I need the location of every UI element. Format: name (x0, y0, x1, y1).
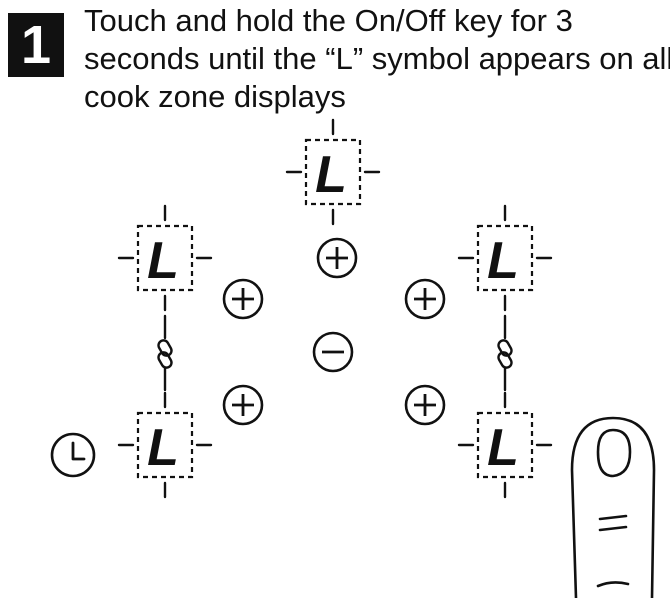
link-chain-icon (157, 314, 173, 392)
cook-zone-display-right-upper: L (457, 204, 553, 312)
finger-press-icon (570, 416, 656, 598)
cook-zone-display-right-lower: L (457, 391, 553, 499)
link-chain-icon (497, 314, 513, 392)
plus-key-top-center[interactable] (316, 237, 358, 279)
zone-symbol: L (147, 419, 179, 477)
minus-key[interactable] (312, 331, 354, 373)
plus-key-right-upper[interactable] (404, 278, 446, 320)
instruction-line-1: Touch and hold the On/Off key for 3 (84, 3, 573, 38)
zone-symbol: L (487, 232, 519, 290)
instruction-line-2: seconds until the “L” symbol appears on … (84, 41, 670, 76)
clock-icon[interactable] (50, 432, 96, 478)
step-instruction: Touch and hold the On/Off key for 3 seco… (84, 2, 670, 116)
instruction-line-3: cook zone displays (84, 79, 346, 114)
cook-zone-display-left-lower: L (117, 391, 213, 499)
zone-symbol: L (147, 232, 179, 290)
plus-key-right-lower[interactable] (404, 384, 446, 426)
plus-key-left-lower[interactable] (222, 384, 264, 426)
cook-zone-display-left-upper: L (117, 204, 213, 312)
plus-key-left-upper[interactable] (222, 278, 264, 320)
zone-symbol: L (487, 419, 519, 477)
step-number-badge: 1 (8, 13, 64, 77)
zone-symbol: L (315, 146, 347, 204)
cook-zone-display-top-center: L (285, 118, 381, 226)
